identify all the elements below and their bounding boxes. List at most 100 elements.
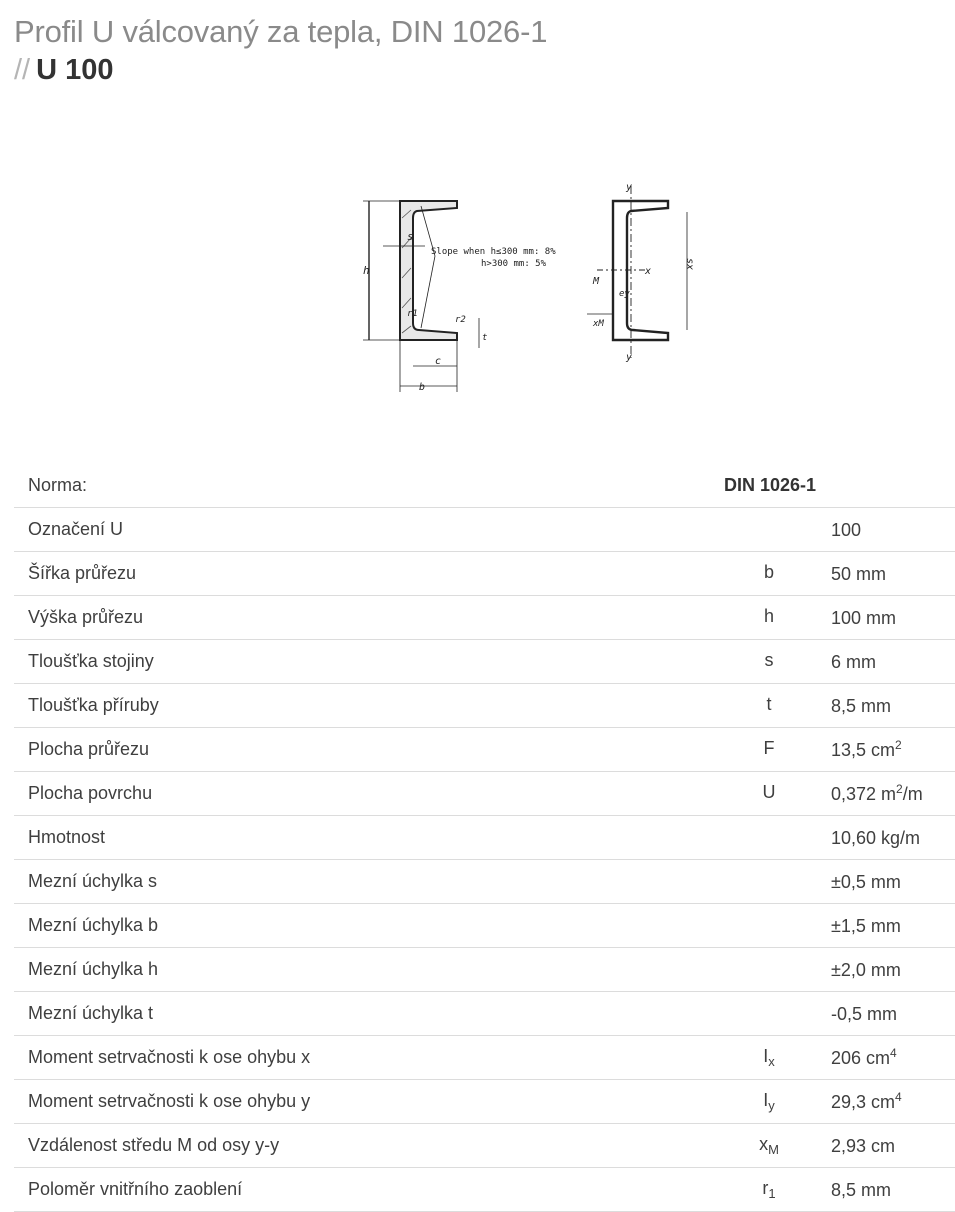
row-value: 2,93 cm (814, 1123, 955, 1168)
row-value: 29,3 cm4 (814, 1079, 955, 1124)
row-label: Výška průřezu (14, 595, 724, 640)
row-symbol (724, 815, 814, 860)
row-value-main: 8,5 mm (831, 1180, 892, 1200)
row-label: Moment setrvačnosti k ose ohybu y (14, 1079, 724, 1124)
row-symbol: t (724, 683, 814, 728)
row-value: 6 mm (814, 639, 955, 684)
row-value-main: 206 cm (831, 1048, 891, 1068)
row-value: 100 mm (814, 595, 955, 640)
row-symbol: b (724, 551, 814, 596)
row-value-sup: 2 (896, 782, 903, 796)
row-label: Označení U (14, 507, 724, 552)
row-symbol-main: r (762, 1178, 769, 1198)
row-value-main: 29,3 cm (831, 1092, 896, 1112)
row-symbol: F (724, 727, 814, 772)
slope-note-1: Slope when h≤300 mm: 8% (431, 247, 556, 257)
label-y-bottom: y (625, 352, 632, 363)
table-row: Mezní úchylka b±1,5 mm (14, 903, 955, 948)
table-row: Mezní úchylka t -0,5 mm (14, 991, 955, 1036)
row-label: Poloměr vnitřního zaoblení (14, 1167, 724, 1212)
row-value: 206 cm4 (814, 1035, 955, 1080)
label-xM: xM (592, 319, 604, 329)
table-row: Poloměr vnitřního zaoblení r1 8,5 mm (14, 1167, 955, 1212)
row-value: ±1,5 mm (814, 903, 955, 948)
row-value: 0,372 m2/m (814, 771, 955, 816)
slope-leader-2 (420, 255, 436, 329)
row-value: ±0,5 mm (814, 859, 955, 904)
title-line2: //U 100 (14, 52, 547, 88)
row-value-main: 8,5 mm (831, 696, 892, 716)
label-r2: r2 (455, 315, 466, 325)
table-row: Mezní úchylka s ±0,5 mm (14, 859, 955, 904)
row-symbol: h (724, 595, 814, 640)
table-row: Výška průřezu h 100 mm (14, 595, 955, 640)
row-value-main: 100 mm (831, 608, 897, 628)
profile-drawing-svg: h s Slope when h≤300 mm: 8% h>300 mm: 5%… (363, 182, 695, 393)
row-label: Šířka průřezu (14, 551, 724, 596)
profile-code: U 100 (36, 54, 114, 86)
row-symbol-main: x (759, 1134, 769, 1154)
row-symbol-main: h (763, 606, 774, 626)
web-hatch (401, 209, 412, 334)
row-value: ±2,0 mm (814, 947, 955, 992)
row-label: Moment setrvačnosti k ose ohybu x (14, 1035, 724, 1080)
row-symbol-main: t (766, 694, 772, 714)
row-symbol-main: s (764, 650, 774, 670)
row-label: Tloušťka stojiny (14, 639, 724, 684)
row-value-main: 2,93 cm (831, 1136, 896, 1156)
label-c: c (435, 356, 441, 367)
page-title: Profil U válcovaný za tepla, DIN 1026-1 … (14, 12, 547, 88)
row-symbol-sub: y (768, 1098, 775, 1113)
label-r1: r1 (407, 309, 418, 319)
row-value-main: 100 (831, 520, 862, 540)
label-t: t (482, 333, 487, 343)
row-value-main: ±1,5 mm (831, 916, 901, 936)
slope-leader-1 (420, 205, 436, 257)
row-value-main: ±0,5 mm (831, 872, 901, 892)
row-value: 10,60 kg/m (814, 815, 955, 860)
row-value-main: -0,5 mm (831, 1004, 898, 1024)
label-s: s (407, 230, 414, 243)
row-symbol-sub: M (768, 1142, 779, 1157)
row-value-sup: 4 (890, 1046, 897, 1060)
row-value-main: 10,60 kg/m (831, 828, 921, 848)
label-b: b (419, 382, 425, 393)
row-label: Mezní úchylka h (14, 947, 724, 992)
table-row: Mezní úchylka h ±2,0 mm (14, 947, 955, 992)
row-value: -0,5 mm (814, 991, 955, 1036)
row-value: 8,5 mm (814, 683, 955, 728)
row-value-main: 50 mm (831, 564, 887, 584)
row-symbol-sub: x (768, 1054, 775, 1069)
row-value-sup: 4 (895, 1090, 902, 1104)
row-symbol (724, 507, 814, 552)
label-x: x (644, 266, 651, 277)
norm-value: DIN 1026-1 (724, 464, 955, 508)
row-symbol (724, 859, 814, 904)
profile-drawing: h s Slope when h≤300 mm: 8% h>300 mm: 5%… (355, 178, 715, 398)
row-symbol: Iy (724, 1079, 814, 1124)
label-M: M (592, 276, 600, 287)
row-value: 8,5 mm (814, 1167, 955, 1212)
row-label: Mezní úchylka t (14, 991, 724, 1036)
table-row: Tloušťka příruby t 8,5 mm (14, 683, 955, 728)
table-row: Označení U 100 (14, 507, 955, 552)
row-label: Plocha průřezu (14, 727, 724, 772)
row-label: Mezní úchylka s (14, 859, 724, 904)
row-symbol-sub: 1 (768, 1186, 776, 1201)
row-value-main: 0,372 m (831, 784, 897, 804)
row-value: 50 mm (814, 551, 955, 596)
label-h: h (363, 264, 370, 277)
row-label: Vzdálenost středu M od osy y-y (14, 1123, 724, 1168)
row-label: Tloušťka příruby (14, 683, 724, 728)
row-value-tail: /m (902, 784, 923, 804)
title-line1: Profil U válcovaný za tepla, DIN 1026-1 (14, 14, 548, 49)
row-value-sup: 2 (895, 738, 902, 752)
row-symbol: xM (724, 1123, 814, 1168)
